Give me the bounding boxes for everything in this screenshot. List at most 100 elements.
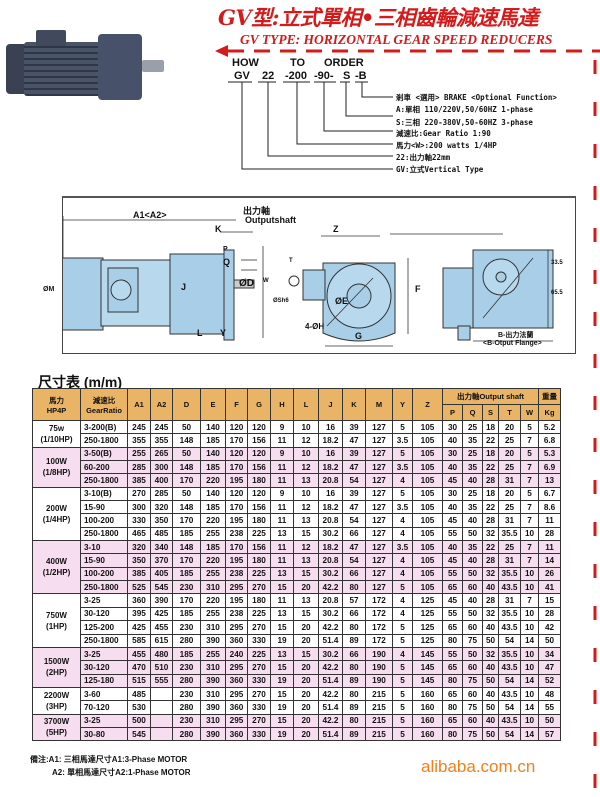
value-cell: 230 <box>172 580 201 595</box>
value-cell: 545 <box>127 726 151 742</box>
value-cell: 50 <box>172 446 201 462</box>
value-cell: 54 <box>498 633 521 648</box>
value-cell: 7 <box>519 540 540 555</box>
value-cell: 89 <box>342 726 366 742</box>
order-desc-type: GV:立式Vertical Type <box>396 165 484 174</box>
value-cell: 40 <box>482 580 499 595</box>
gear-ratio-cell: 30-80 <box>80 726 128 742</box>
value-cell: 45 <box>442 593 463 608</box>
value-cell: 14 <box>519 633 540 648</box>
value-cell: 127 <box>365 553 393 568</box>
value-cell: 125 <box>412 606 443 622</box>
value-cell: 30.2 <box>318 646 343 662</box>
value-cell: 170 <box>225 540 248 555</box>
value-cell: 50 <box>172 419 201 435</box>
value-cell: 285 <box>127 460 151 475</box>
value-cell: 35 <box>462 433 483 448</box>
value-cell: 145 <box>412 660 443 675</box>
value-cell: 43.5 <box>498 580 521 595</box>
value-cell: 5 <box>392 673 413 688</box>
value-cell: 145 <box>412 673 443 688</box>
value-cell: 40 <box>462 513 483 528</box>
value-cell: 238 <box>225 606 248 622</box>
value-cell: 245 <box>150 419 173 435</box>
value-cell: 22 <box>482 433 499 448</box>
value-cell: 31 <box>498 593 521 608</box>
value-cell: 20 <box>498 419 521 435</box>
value-cell: 19 <box>270 726 294 742</box>
value-cell: 330 <box>127 513 151 528</box>
gear-ratio-cell: 70-120 <box>80 700 128 715</box>
value-cell: 11 <box>270 433 294 448</box>
value-cell: 54 <box>342 473 366 488</box>
value-cell: 185 <box>172 566 201 582</box>
power-hp: (1/8HP) <box>42 468 71 478</box>
value-cell: 20 <box>293 686 319 702</box>
value-cell: 515 <box>127 673 151 688</box>
value-cell: 40 <box>442 540 463 555</box>
value-cell: 585 <box>127 633 151 648</box>
value-cell: 4 <box>392 526 413 542</box>
value-cell: 25 <box>498 460 521 475</box>
value-cell: 465 <box>127 526 151 542</box>
value-cell: 14 <box>519 726 540 742</box>
value-cell: 238 <box>225 566 248 582</box>
value-cell: 145 <box>412 646 443 662</box>
value-cell: 13 <box>293 593 319 608</box>
value-cell: 55 <box>442 646 463 662</box>
value-cell: 4 <box>392 513 413 528</box>
value-cell: 360 <box>127 593 151 608</box>
gear-ratio-cell: 15-90 <box>80 553 128 568</box>
value-cell: 54 <box>342 553 366 568</box>
value-cell: 75 <box>462 673 483 688</box>
order-desc-three-phase: S:三相 220-380V,50-60HZ 3-phase <box>396 118 533 127</box>
power-cell: 3700W(5HP) <box>32 713 81 742</box>
value-cell <box>150 726 173 742</box>
value-cell: 20 <box>293 620 319 635</box>
value-cell: 40 <box>482 660 499 675</box>
gear-ratio-cell: 250-1800 <box>80 633 128 648</box>
value-cell: 80 <box>442 673 463 688</box>
value-cell: 35 <box>462 540 483 555</box>
power-watts: 400W <box>46 557 67 567</box>
value-cell: 57 <box>342 593 366 608</box>
value-cell: 18 <box>482 446 499 462</box>
value-cell: 18.2 <box>318 540 343 555</box>
value-cell: 10 <box>293 419 319 435</box>
gear-ratio-cell: 3-10 <box>80 540 128 555</box>
value-cell: 10 <box>519 526 540 542</box>
value-cell: 120 <box>225 486 248 502</box>
value-cell: 172 <box>365 633 393 648</box>
value-cell: 32 <box>482 526 499 542</box>
value-cell: 50 <box>482 633 499 648</box>
value-cell: 230 <box>172 686 201 702</box>
value-cell: 45 <box>442 513 463 528</box>
value-cell: 12 <box>293 433 319 448</box>
value-cell: 5 <box>392 726 413 742</box>
order-desc-shaft: 22:出力軸22mm <box>396 153 451 162</box>
value-cell: 105 <box>412 446 443 462</box>
value-cell: 11 <box>270 593 294 608</box>
value-cell: 5 <box>519 486 540 502</box>
arrow-left-icon <box>215 45 228 57</box>
value-cell: 50 <box>462 566 483 582</box>
value-cell: 230 <box>172 713 201 728</box>
value-cell: 47 <box>538 660 562 675</box>
value-cell: 20 <box>293 700 319 715</box>
value-cell: 25 <box>498 500 521 515</box>
value-cell: 215 <box>365 713 393 728</box>
value-cell: 25 <box>462 419 483 435</box>
value-cell: 190 <box>365 646 393 662</box>
value-cell: 7 <box>519 593 540 608</box>
value-cell: 245 <box>127 419 151 435</box>
label-a1a2: A1<A2> <box>133 210 167 220</box>
value-cell: 31 <box>498 513 521 528</box>
